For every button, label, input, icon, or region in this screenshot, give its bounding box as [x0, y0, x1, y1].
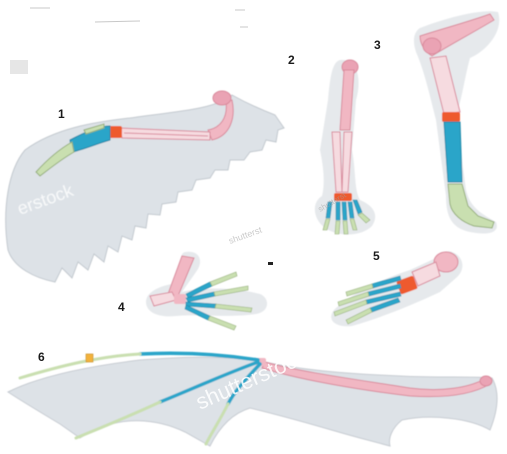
label-frog-limb: 4 — [118, 300, 125, 314]
corner-badge — [10, 60, 28, 74]
label-whale-flipper: 5 — [373, 249, 380, 263]
label-human-arm: 2 — [288, 53, 295, 67]
bat-shoulder — [480, 376, 492, 386]
top-artifacts — [30, 8, 248, 27]
bird-wing: erstock — [6, 91, 284, 282]
label-horse-leg: 3 — [374, 38, 381, 52]
horse-leg — [414, 11, 499, 233]
frog-carpals — [174, 294, 186, 304]
watermark: shutterst — [227, 225, 263, 246]
whale-flipper — [331, 251, 462, 326]
label-bird-wing: 1 — [58, 107, 65, 121]
bird-humerus-head — [213, 91, 231, 105]
label-bat-wing: 6 — [38, 350, 45, 364]
horse-shoulder — [423, 38, 441, 54]
stray-mark — [268, 262, 273, 265]
horse-carpals — [442, 112, 460, 122]
frog-limb — [146, 252, 267, 330]
bat-thumb — [86, 354, 93, 362]
